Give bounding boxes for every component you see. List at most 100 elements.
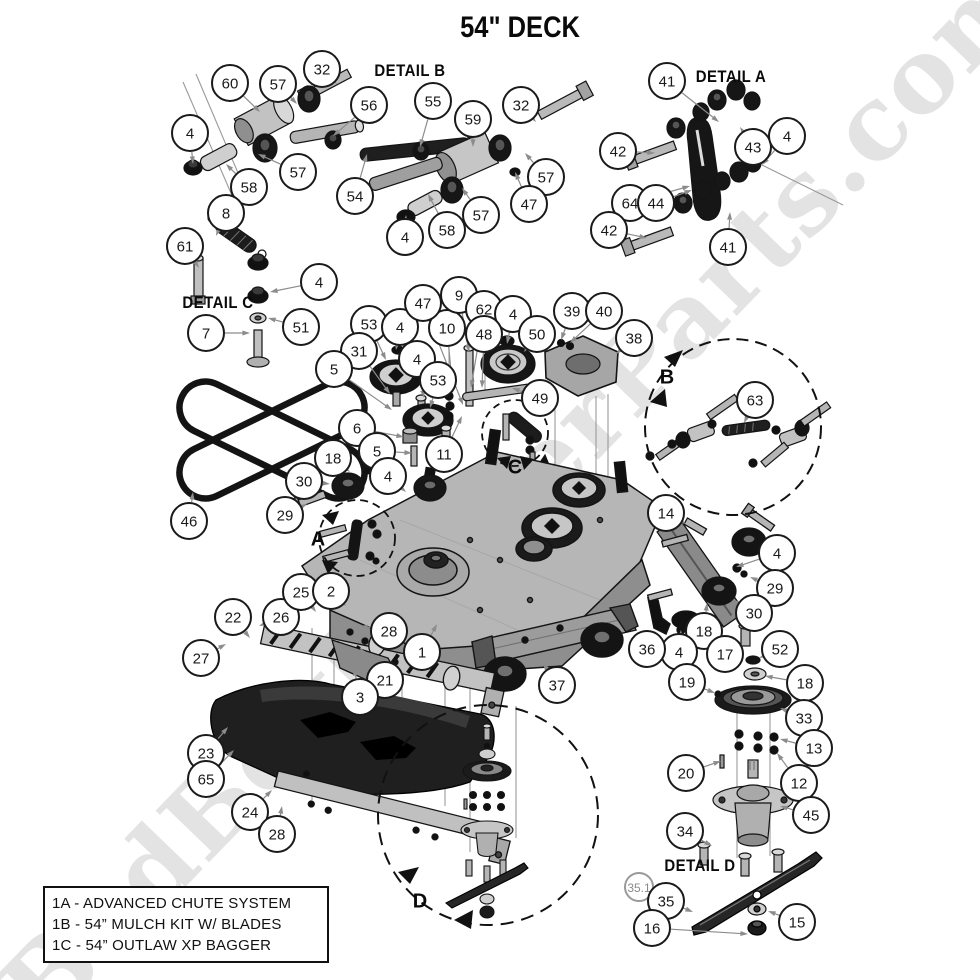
svg-text:12: 12	[791, 776, 808, 793]
callout-58: 58	[230, 168, 268, 206]
section-letter-b: B	[659, 366, 675, 389]
callout-48: 48	[465, 315, 503, 353]
leader-arrow-58	[428, 194, 434, 202]
leader-line-48	[481, 352, 484, 384]
callout-12: 12	[780, 764, 818, 802]
detailC-parts	[190, 213, 270, 368]
leader-arrow-44	[684, 190, 692, 195]
svg-text:56: 56	[361, 98, 378, 115]
blade-parts	[691, 851, 823, 936]
callout-49: 49	[521, 379, 559, 417]
leader-line-60	[243, 95, 257, 109]
callout-20: 20	[667, 754, 705, 792]
right-spindle-parts	[697, 622, 794, 877]
callout-7: 7	[187, 314, 225, 352]
svg-text:8: 8	[222, 206, 230, 223]
callout-32: 32	[502, 86, 540, 124]
leader-arrow-28	[278, 806, 284, 814]
legend-line-1a: 1A - ADVANCED CHUTE SYSTEM	[52, 895, 292, 912]
svg-text:45: 45	[803, 808, 820, 825]
svg-text:46: 46	[181, 514, 198, 531]
leader-arrow-56	[333, 129, 341, 136]
leader-arrow-40	[570, 335, 578, 343]
callout-24: 24	[231, 793, 269, 831]
callout-19: 19	[668, 663, 706, 701]
callout-34: 34	[666, 812, 704, 850]
leader-arrow-34	[704, 840, 712, 846]
callout-4: 4	[300, 263, 338, 301]
leader-arrow-16	[740, 931, 748, 937]
svg-text:4: 4	[396, 320, 404, 337]
callout-57: 57	[462, 196, 500, 234]
svg-text:65: 65	[198, 772, 215, 789]
leader-line-41	[681, 92, 716, 120]
leader-arrow-9	[465, 344, 471, 352]
callout-28: 28	[258, 815, 296, 853]
svg-text:4: 4	[384, 469, 392, 486]
leader-arrow-33	[780, 708, 788, 714]
svg-text:24: 24	[242, 805, 259, 822]
svg-text:57: 57	[538, 170, 555, 187]
leader-line-4	[740, 558, 760, 566]
callout-65: 65	[187, 760, 225, 798]
svg-text:28: 28	[269, 827, 286, 844]
svg-text:17: 17	[717, 647, 734, 664]
detail-circles	[318, 338, 822, 929]
svg-text:58: 58	[241, 180, 258, 197]
svg-text:5: 5	[330, 362, 338, 379]
legend-box: 1A - ADVANCED CHUTE SYSTEM 1B - 54” MULC…	[43, 886, 329, 963]
svg-text:42: 42	[610, 144, 627, 161]
svg-text:30: 30	[296, 474, 313, 491]
callout-32: 32	[303, 50, 341, 88]
leader-arrow-30	[322, 480, 330, 486]
svg-text:64: 64	[622, 196, 639, 213]
leader-line-54	[359, 158, 367, 178]
leader-arrow-12	[777, 753, 784, 761]
svg-text:16: 16	[644, 921, 661, 938]
leader-line-11	[451, 420, 461, 438]
svg-text:47: 47	[415, 296, 432, 313]
svg-text:11: 11	[436, 447, 452, 464]
detail-label-b: DETAIL B	[374, 61, 446, 80]
leader-arrow-60	[252, 104, 260, 112]
leader-arrow-18	[703, 603, 709, 611]
svg-text:59: 59	[465, 112, 482, 129]
callout-16: 16	[633, 909, 671, 947]
leader-arrow-22	[243, 630, 250, 638]
svg-text:20: 20	[678, 766, 695, 783]
svg-text:29: 29	[277, 508, 294, 525]
leader-arrow-13	[780, 738, 788, 744]
leader-arrow-4	[270, 288, 278, 293]
svg-text:50: 50	[529, 327, 546, 344]
svg-text:21: 21	[377, 673, 394, 690]
svg-text:39: 39	[564, 304, 581, 321]
callout-39: 39	[553, 292, 591, 330]
leader-arrow-49	[512, 388, 520, 393]
section-letter-c: C	[507, 456, 523, 479]
leader-line-4	[274, 285, 301, 292]
detail-label-a: DETAIL A	[695, 67, 767, 86]
leader-arrow-47	[457, 397, 463, 405]
svg-text:18: 18	[696, 624, 713, 641]
callout-45: 45	[792, 796, 830, 834]
leader-arrow-48	[479, 380, 485, 388]
leader-arrow-41	[711, 115, 719, 122]
svg-text:9: 9	[455, 288, 463, 305]
callout-41: 41	[648, 62, 686, 100]
leader-arrow-59	[470, 139, 476, 147]
svg-text:41: 41	[720, 240, 737, 257]
svg-text:62: 62	[476, 302, 493, 319]
callout-42: 42	[590, 211, 628, 249]
leader-line-56	[336, 116, 355, 134]
callout-37: 37	[538, 666, 576, 704]
svg-text:38: 38	[626, 331, 643, 348]
leader-arrow-42	[639, 233, 647, 239]
svg-text:23: 23	[198, 746, 215, 763]
svg-text:42: 42	[601, 223, 618, 240]
callout-13: 13	[795, 729, 833, 767]
leader-arrow-31	[383, 386, 390, 394]
svg-text:33: 33	[796, 711, 813, 728]
svg-text:4: 4	[773, 546, 781, 563]
callout-36: 36	[628, 630, 666, 668]
callout-10: 10	[428, 309, 466, 347]
